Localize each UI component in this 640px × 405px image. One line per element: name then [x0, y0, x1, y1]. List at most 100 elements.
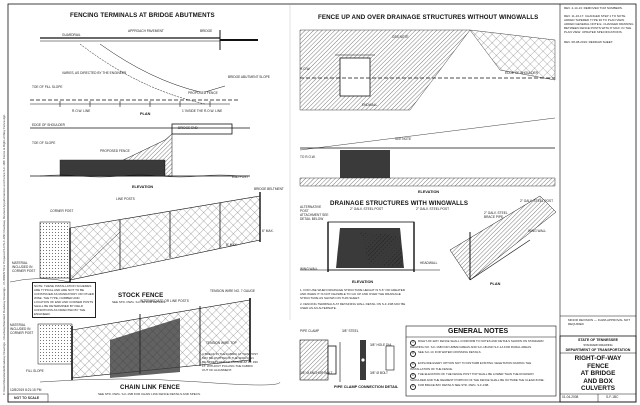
note-text: SEE S-F-1C FOR WATER CROSSING DETAILS. [418, 350, 482, 354]
label-corner-post: CORNER POST [50, 209, 74, 213]
label-endwall: ENDWALL [362, 103, 378, 107]
note-text: THE ELEVATION OF THE FENCE POST TOP SHAL… [410, 372, 545, 382]
label-proposed-fence: PROPOSED FENCE [188, 91, 218, 95]
revision-item: REV. 11-16-17: CHANGED STEP 1 TO NOTE. A… [564, 14, 634, 35]
label-toe-fill: TOE OF FILL SLOPE [32, 85, 63, 89]
label-row: R.O.W. [300, 67, 311, 71]
fabric-note: A BREAK IN THE FABRIC AT THIS POST MAY B… [202, 352, 258, 373]
label-bridge-end: BRIDGE END [178, 126, 198, 130]
label-proposed-fence-2: PROPOSED FENCE [100, 149, 130, 153]
tb-title-line: FENCE [587, 362, 609, 370]
title-chain-link: CHAIN LINK FENCE [120, 384, 181, 391]
stock-fence-subtitle: SEE STD. DWG. S-F-1B FOR DETAILS. [112, 300, 167, 304]
view-plan: PLAN [140, 112, 151, 116]
label-edge-shoulder-2: EDGE OF SHOULDER [505, 71, 538, 75]
label-tension-wire-top: TENSION WIRE TOP [206, 341, 237, 345]
view-plan-2: PLAN [490, 282, 501, 286]
label-fill-slope: FILL SLOPE [26, 369, 44, 373]
label-galv-brace: 2" GALV. STEEL BRACE PIPE [484, 211, 508, 219]
revision-item: REV. 4-14-13: REMOVED TCM NUMBERS. [564, 6, 623, 10]
drainage-plan-view [299, 29, 556, 111]
label-guardrail: GUARDRAIL [62, 33, 81, 37]
chain-link-fence-view [37, 298, 281, 386]
label-row-line: R.O.W. LINE [72, 109, 91, 113]
title-drainage-wingwalls: DRAINAGE STRUCTURES WITH WINGWALLS [330, 200, 469, 207]
label-pipe-clamp: PIPE CLAMP [300, 329, 320, 333]
fencing-elevation-view [30, 123, 250, 178]
wingwall-elevation-view [300, 221, 440, 272]
fencing-plan-view [30, 30, 258, 107]
label-headwall: HEADWALL [420, 261, 438, 265]
stock-fence-view [9, 192, 261, 283]
pipe-clamp-detail [299, 339, 395, 382]
label-max-6: 6" MAX. [262, 229, 274, 233]
revision-bottom: MINOR REVISION — FHWA APPROVAL NOT REQUI… [568, 318, 631, 327]
tb-state: STATE OF TENNESSEE [577, 338, 618, 342]
view-elevation-3: ELEVATION [352, 280, 374, 284]
tb-title-line: RIGHT-OF-WAY [574, 355, 622, 362]
file-path-text: C:\Users\Standards\Roadway Drawings - Ro… [2, 114, 6, 395]
sheet-border [7, 3, 637, 403]
stamp-date: 12/8/2019 8:21:15 PM [10, 388, 42, 392]
label-bolt-dia: 3/8" Ø BOLT [370, 371, 388, 375]
wire-notes: NOTE: THESE INSTALLATION SCHEMES ARE TYP… [32, 282, 96, 319]
note-text: FOR BRACE BAY DETAILS SEE STD. DWG. S-F-… [418, 383, 490, 387]
wing-note-1: 1. FOR USE WHEN DRAINAGE STRUCTURE HEIGH… [300, 288, 405, 301]
general-notes-title: GENERAL NOTES [448, 328, 509, 335]
label-bridge: BRIDGE [200, 29, 213, 33]
label-abutment-slope: BRIDGE ABUTMENT SLOPE [228, 75, 270, 79]
tb-title-line: AT BRIDGE [580, 370, 616, 377]
label-to-row: TO R.O.W. [300, 155, 316, 159]
title-stock-fence: STOCK FENCE [118, 292, 164, 299]
label-wing-wall-2: WING WALL [528, 229, 547, 233]
label-approach-pavement: APPROACH PAVEMENT [128, 29, 164, 33]
tb-date: 01-04-2008 [562, 395, 579, 399]
label-toe-slope: TOE OF SLOPE [32, 141, 56, 145]
drainage-elevation-view [299, 117, 556, 187]
tb-title-line: CULVERTS [581, 385, 615, 392]
title-pipe-clamp: PIPE CLAMP CONNECTION DETAIL [334, 385, 399, 389]
label-edge-shoulder: EDGE OF SHOULDER [32, 123, 65, 127]
revision-item: REV. 08-08-2019: REDRAW SHEET. [564, 40, 614, 44]
title-fencing-terminals: FENCING TERMINALS AT BRIDGE ABUTMENTS [70, 12, 215, 19]
label-end-post: END POST [232, 175, 249, 179]
label-see-note: SEE NOTE [395, 137, 412, 141]
title-fence-drainage: FENCE UP AND OVER DRAINAGE STRUCTURES WI… [318, 14, 539, 21]
label-galv-post-3: 2" GALV. STEEL POST [520, 199, 554, 203]
label-line-posts: LINE POSTS [116, 197, 135, 201]
tb-std: STANDARD DRAWING [583, 343, 613, 347]
label-galv-post-2: 2" GALV. STEEL POST [416, 207, 450, 211]
label-intermediate-posts: INTERMEDIATE OR LINE POSTS [140, 299, 189, 303]
label-max-8: 8" MAX. [226, 243, 238, 247]
general-notes-box [405, 325, 557, 397]
label-steel: 3/8" STEEL [342, 329, 359, 333]
note-text: RIGHT-OF-WAY FENCE SHALL CONFORM TO NOTE… [410, 339, 544, 349]
label-bridge-beltment: BRIDGE BELTMENT [254, 187, 284, 191]
label-alt-post: ALTERNATIVE POST ATTACHMENT SEE DETAIL B… [300, 205, 329, 221]
chain-link-subtitle: SEE STD. DWG. S-F-1SB FOR CHAIN LINK FEN… [98, 392, 201, 396]
label-varies: VARIES, AS DIRECTED BY THE ENGINEER [62, 71, 127, 75]
note-text: EXPLORE EVERY OPTION NOT TO DISTURB EXIS… [410, 361, 532, 371]
label-material-included: MATERIAL INCLUDED IN CORNER POST [12, 261, 36, 273]
label-hole-dia: 3/8" HOLE DIA. [370, 343, 393, 347]
label-gss-note: GSS NOTE [392, 35, 409, 39]
stamp-scale: NOT TO SCALE [14, 396, 40, 400]
wingwall-plan-view [449, 195, 557, 281]
label-wing-wall: WING WALL [300, 267, 319, 271]
label-tension-wire: TENSION WIRE NO. 7 GAUGE [210, 289, 255, 293]
tb-dwg-no: S-F-1BC [606, 395, 619, 399]
tb-title-line: AND BOX [583, 377, 613, 385]
view-elevation-2: ELEVATION [418, 190, 440, 194]
label-inside-row: 1' INSIDE THE R.O.W. LINE [182, 109, 223, 113]
tb-dept: DEPARTMENT OF TRANSPORTATION [565, 348, 631, 352]
note-id-badge: E [410, 384, 416, 390]
label-anchor-bolt: 3/8" Ø ANCHOR BOLT [300, 371, 333, 375]
label-galv-post: 2" GALV. STEEL POST [350, 207, 384, 211]
